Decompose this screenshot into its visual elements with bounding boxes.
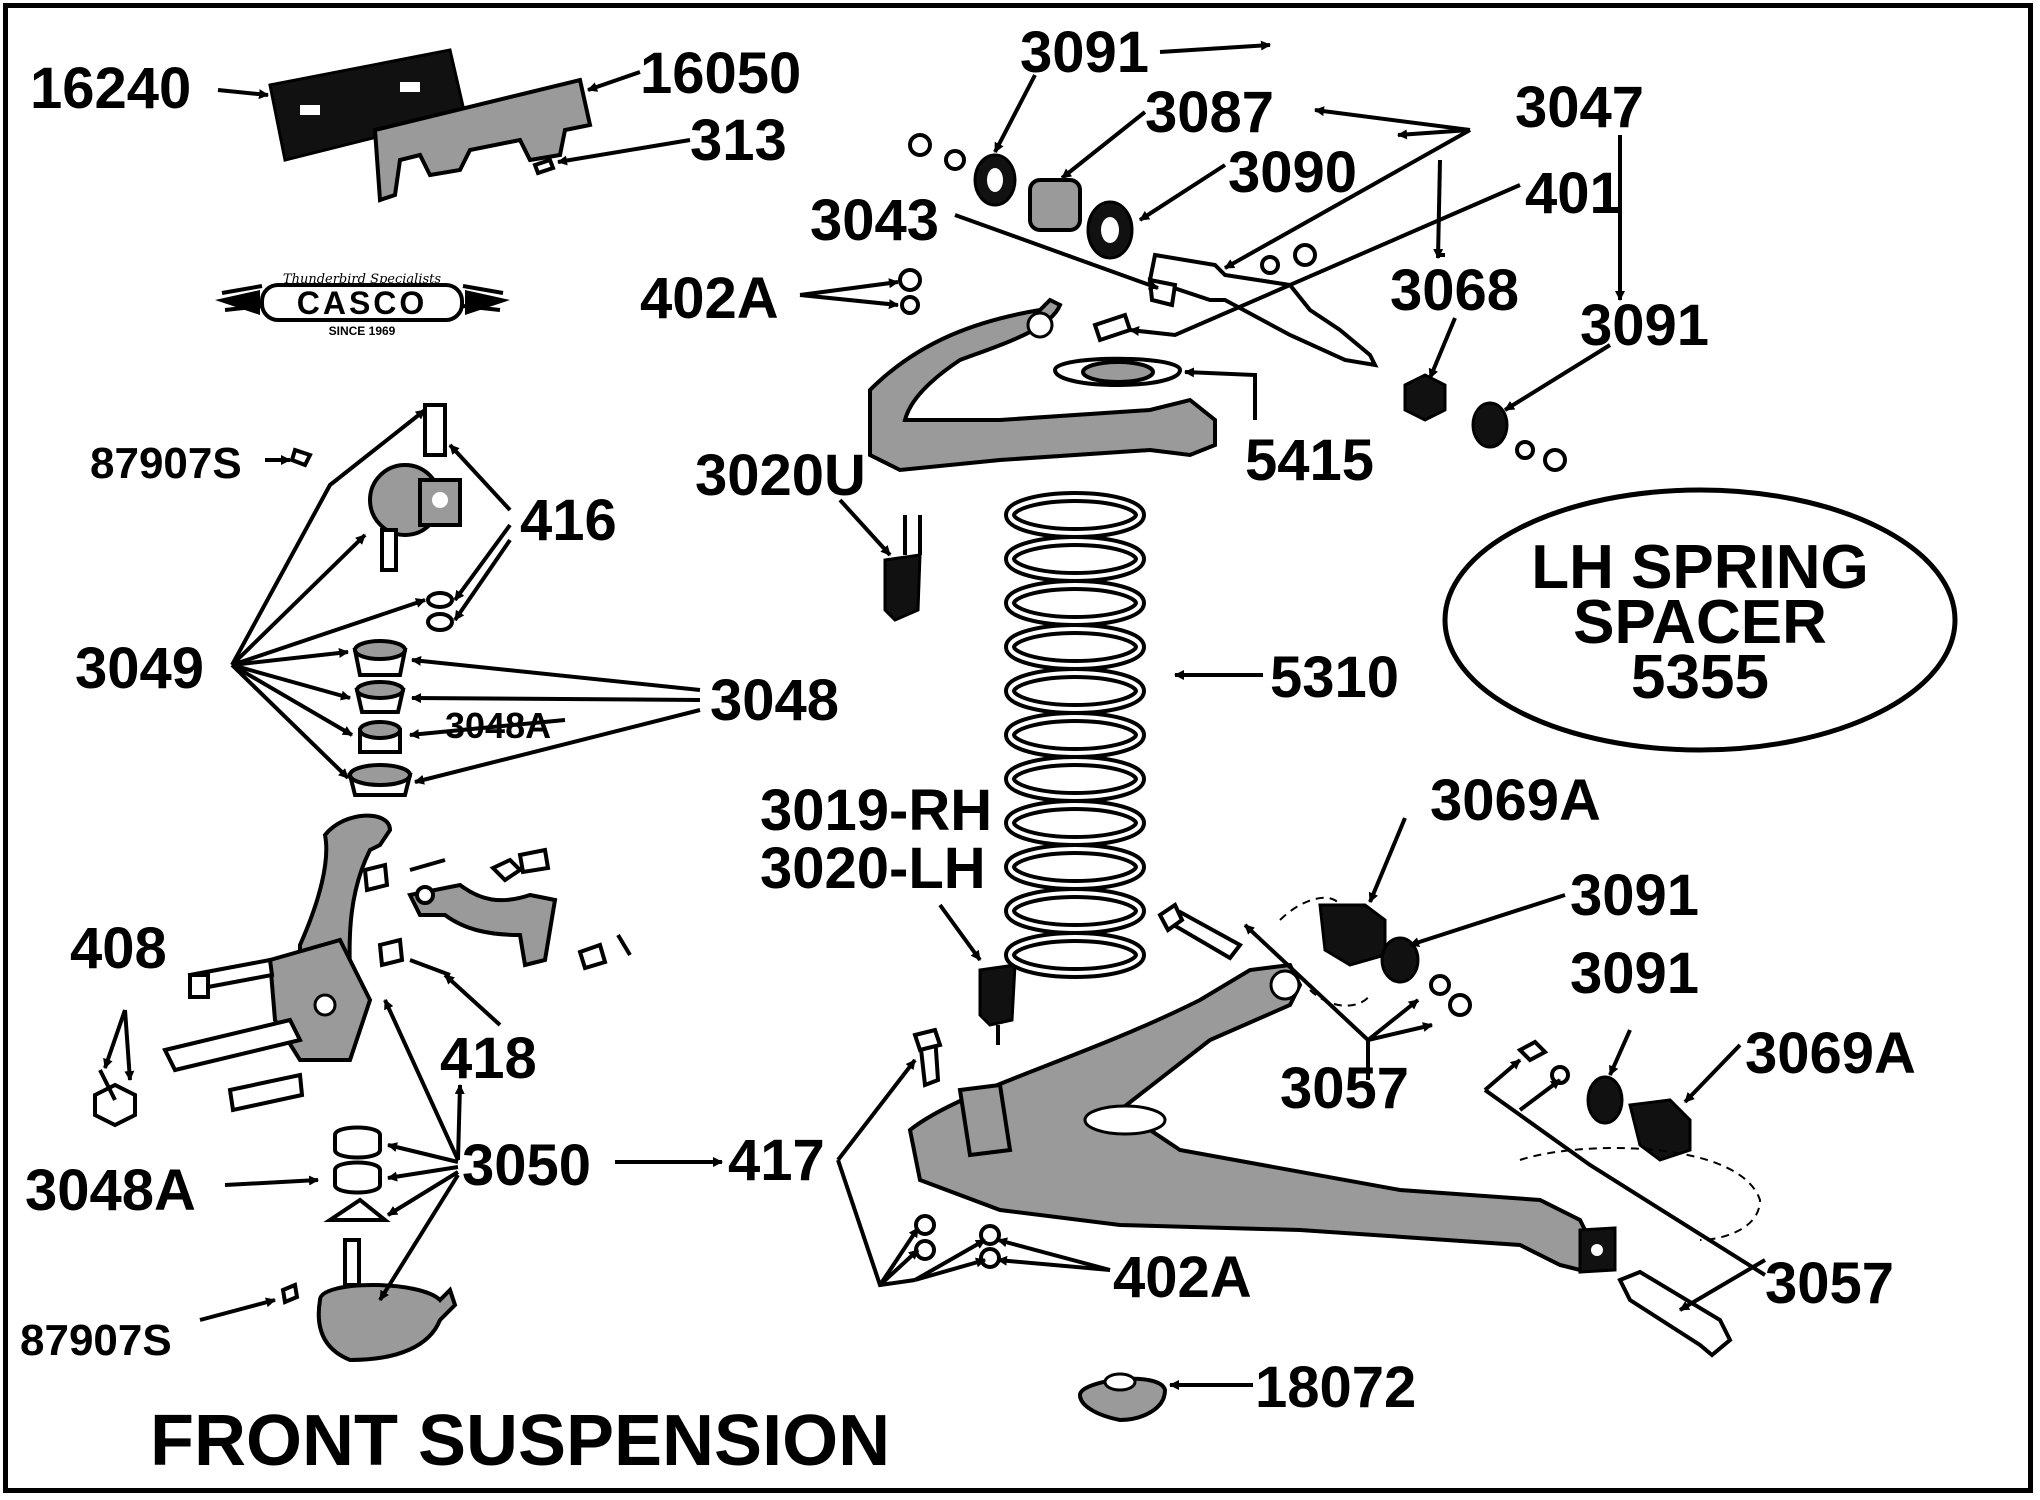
casco-logo: CASCO Thunderbird Specialists SINCE 1969	[215, 272, 510, 338]
spring-coil-highlight	[1008, 935, 1142, 975]
label-3090: 3090	[1228, 140, 1357, 205]
label-3091-d: 3091	[1570, 941, 1699, 1006]
logo-since: SINCE 1969	[329, 324, 396, 338]
label-418: 418	[440, 1026, 537, 1091]
lower-control-arm	[907, 962, 1617, 1274]
label-16240: 16240	[30, 56, 191, 121]
label-3020u: 3020U	[695, 443, 866, 508]
label-402a-bot: 402A	[1113, 1245, 1252, 1310]
label-3048a-bot: 3048A	[25, 1158, 196, 1223]
callout-line3: 5355	[1631, 643, 1769, 712]
label-16050: 16050	[640, 41, 801, 106]
label-3057-a: 3057	[1280, 1056, 1409, 1121]
leader-lines	[103, 40, 1767, 1390]
label-313: 313	[690, 108, 787, 173]
upper-control-arm	[868, 297, 1217, 473]
label-3068: 3068	[1390, 258, 1519, 323]
label-3020lh: 3020-LH	[760, 836, 986, 901]
label-3091-c: 3091	[1570, 863, 1699, 928]
label-3069a-bot: 3069A	[1745, 1021, 1916, 1086]
bump-stop-3019rh-3020lh	[978, 963, 1017, 1045]
logo-tagline: Thunderbird Specialists	[283, 272, 441, 287]
diagram-border	[3, 3, 2033, 1493]
label-18072: 18072	[1255, 1355, 1416, 1420]
label-416: 416	[520, 488, 617, 553]
spring-coil-highlight	[1008, 495, 1142, 535]
label-401: 401	[1525, 161, 1622, 226]
label-87907s-bot: 87907S	[20, 1316, 172, 1365]
upper-ball-joint	[289, 403, 462, 572]
label-3091-b: 3091	[1580, 293, 1709, 358]
callout-line2: SPACER	[1573, 588, 1827, 657]
label-3047: 3047	[1515, 75, 1644, 140]
label-5310: 5310	[1270, 645, 1399, 710]
logo-text: CASCO	[297, 285, 428, 321]
callout-line1: LH SPRING	[1531, 533, 1869, 602]
label-3019rh: 3019-RH	[760, 778, 992, 843]
label-3043: 3043	[810, 188, 939, 253]
spring-spacer-callout	[1442, 487, 1958, 753]
spring-coil-highlight	[1008, 627, 1142, 667]
label-408: 408	[70, 916, 167, 981]
upper-shaft-hardware	[898, 133, 1567, 472]
label-3048a-mid: 3048A	[445, 705, 551, 746]
screw-313	[532, 157, 556, 176]
lower-ball-joint	[280, 1125, 458, 1363]
label-3057-b: 3057	[1765, 1251, 1894, 1316]
spring-coil-highlight	[1008, 891, 1142, 931]
spindle-assembly	[93, 813, 632, 1128]
pad-18072	[1077, 1372, 1168, 1423]
label-3087: 3087	[1145, 80, 1274, 145]
spring-coil-highlight	[1008, 847, 1142, 887]
washer-stack	[347, 591, 454, 797]
label-3048: 3048	[710, 668, 839, 733]
bump-stop-3020u	[883, 515, 922, 622]
label-417: 417	[728, 1128, 825, 1193]
label-402a-top: 402A	[640, 266, 779, 331]
callout-text: LH SPRING SPACER 5355	[1531, 533, 1869, 712]
diagram-title: FRONT SUSPENSION	[150, 1401, 890, 1481]
spring-coil-highlight	[1008, 671, 1142, 711]
label-3069a-top: 3069A	[1430, 768, 1601, 833]
lower-hardware	[912, 896, 1762, 1358]
part-labels: 16240 16050 313 3091 3087 3047 3090 401 …	[20, 20, 1916, 1420]
label-5415: 5415	[1245, 428, 1374, 493]
spring-coil-highlight	[1008, 539, 1142, 579]
label-3091-a: 3091	[1020, 20, 1149, 85]
label-87907s-top: 87907S	[90, 439, 242, 488]
spring-coil-highlight	[1008, 715, 1142, 755]
bracket-16050	[372, 77, 593, 203]
spring-coil-highlight	[1008, 803, 1142, 843]
coil-spring-5310	[1004, 491, 1146, 979]
spring-coil-highlight	[1008, 583, 1142, 623]
label-3050: 3050	[462, 1133, 591, 1198]
spring-coil-highlight	[1008, 759, 1142, 799]
label-3049: 3049	[75, 636, 204, 701]
